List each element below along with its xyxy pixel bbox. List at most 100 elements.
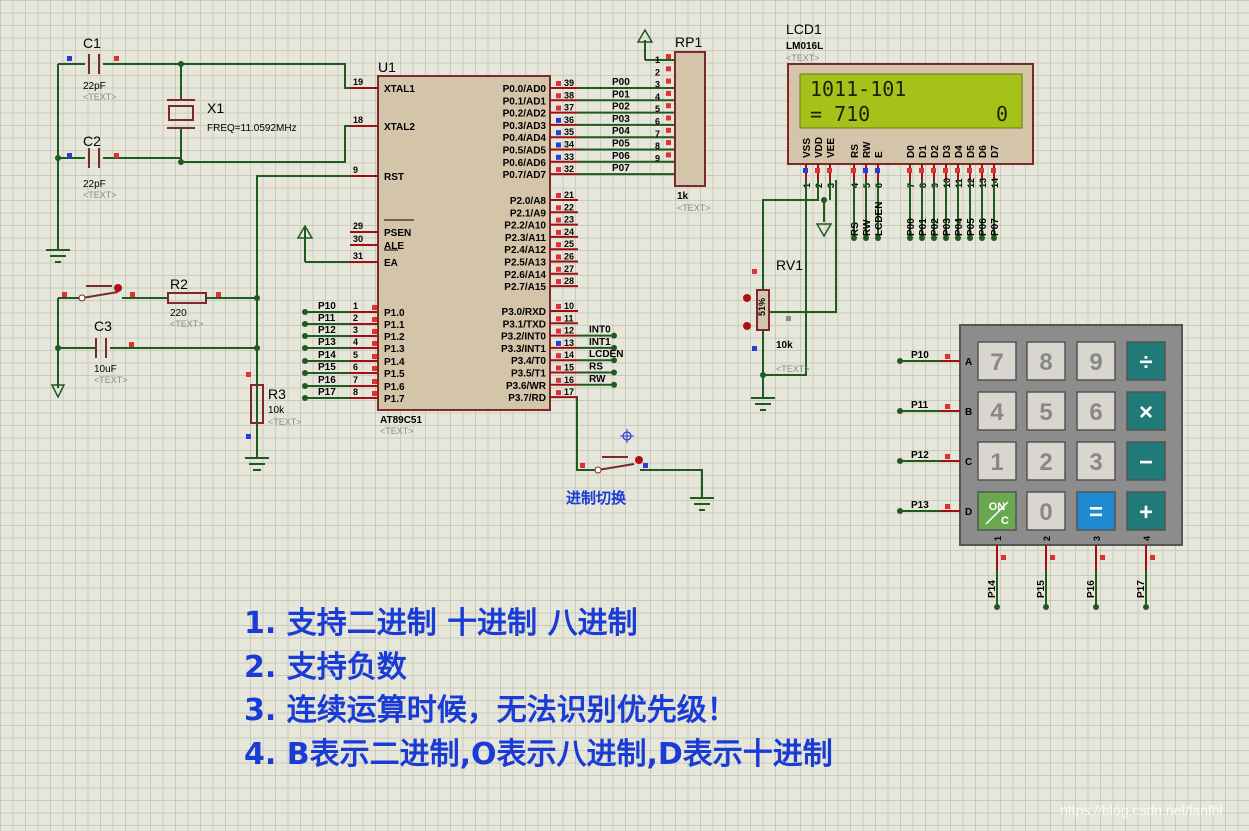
rp1-pin-4: 4: [655, 90, 671, 102]
net-label: P11: [318, 313, 336, 324]
capacitor-c3[interactable]: C3 10uF <TEXT>: [94, 318, 134, 385]
net-label: P02: [930, 218, 941, 236]
key-10[interactable]: 3: [1076, 441, 1116, 481]
key-4[interactable]: 4: [977, 391, 1017, 431]
mcu-at89c51[interactable]: U1 AT89C51 <TEXT> 19XTAL118XTAL29RST29PS…: [302, 59, 675, 436]
pin-name: P0.2/AD2: [503, 109, 547, 120]
pin-number: 32: [564, 164, 574, 174]
svg-text:7: 7: [990, 349, 1003, 376]
rp1-value: 1k: [677, 191, 689, 202]
key-5[interactable]: 5: [1026, 391, 1066, 431]
pin-number: 2: [353, 313, 358, 323]
key-7[interactable]: ×: [1126, 391, 1166, 431]
key-1[interactable]: 8: [1026, 341, 1066, 381]
c1-ref: C1: [83, 35, 101, 51]
capacitor-c2[interactable]: C2 22pF <TEXT>: [67, 133, 119, 200]
resistor-r2[interactable]: R2 220 <TEXT>: [167, 276, 221, 329]
pin-number: 33: [564, 152, 574, 162]
lcd-pin-rs: RS4RS: [850, 144, 861, 241]
u1-pin-p2-1-a9[interactable]: P2.1/A9 22: [510, 202, 578, 219]
key-15[interactable]: +: [1126, 491, 1166, 531]
key-2[interactable]: 9: [1076, 341, 1116, 381]
crystal-x1[interactable]: X1 FREQ=11.0592MHz: [167, 99, 297, 134]
key-8[interactable]: 1: [977, 441, 1017, 481]
pin-number: 22: [564, 202, 574, 212]
pin-name: VDD: [814, 137, 825, 158]
key-12[interactable]: ONC: [977, 491, 1017, 531]
key-9[interactable]: 2: [1026, 441, 1066, 481]
pin-name: P2.0/A8: [510, 196, 547, 207]
key-13[interactable]: 0: [1026, 491, 1066, 531]
pin-number: 12: [564, 326, 574, 336]
pin-name: P2.1/A9: [510, 208, 547, 219]
key-11[interactable]: −: [1126, 441, 1166, 481]
lcd1-ref: LCD1: [786, 21, 822, 37]
pin-name: D3: [942, 145, 953, 158]
svg-text:9: 9: [1089, 349, 1102, 376]
lcd-line1: 1011-101: [810, 77, 906, 101]
net-label: P03: [612, 114, 630, 125]
pin-number: 31: [353, 251, 363, 261]
reset-button[interactable]: [62, 284, 168, 302]
key-6[interactable]: 6: [1076, 391, 1116, 431]
pin-number: 39: [564, 78, 574, 88]
pin-name: P3.3/INT1: [501, 344, 546, 355]
key-3[interactable]: ÷: [1126, 341, 1166, 381]
base-switch-button[interactable]: [580, 456, 648, 474]
net-label: P03: [942, 218, 953, 236]
capacitor-c1[interactable]: C1 22pF <TEXT>: [67, 35, 119, 102]
net-label: P13: [318, 337, 336, 348]
col-label: 4: [1142, 536, 1152, 541]
pin-number: 16: [564, 375, 574, 385]
pin-number: 15: [564, 363, 574, 373]
lcd-lm016l[interactable]: LCD1 LM016L <TEXT> 1011-101 = 710 0 VSS1…: [786, 21, 1034, 241]
r2-ref: R2: [170, 276, 188, 292]
key-14[interactable]: =: [1076, 491, 1116, 531]
resistor-r3[interactable]: R3 10k <TEXT>: [246, 372, 302, 439]
pin-number: 6: [655, 117, 660, 127]
net-label: P00: [906, 218, 917, 236]
key-0[interactable]: 7: [977, 341, 1017, 381]
potentiometer-rv1[interactable]: 51% RV1 10k <TEXT>: [743, 180, 837, 411]
